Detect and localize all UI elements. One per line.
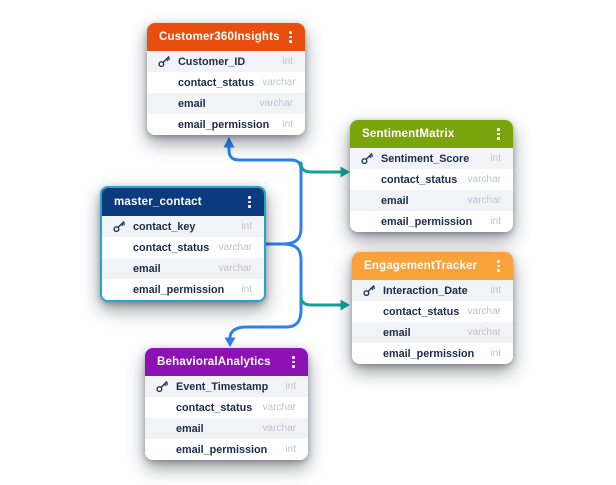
primary-key-icon [157, 55, 172, 68]
field-row: Sentiment_Score int [350, 148, 513, 169]
field-type: varchar [262, 77, 296, 88]
field-rows: Interaction_Date int contact_status varc… [352, 280, 513, 364]
primary-key-icon [112, 220, 127, 233]
table-card-engagementtracker[interactable]: EngagementTracker Interaction_Date int c… [352, 252, 513, 364]
field-row: contact_status varchar [102, 237, 264, 258]
field-type: int [490, 216, 501, 227]
table-card-master_contact[interactable]: master_contact contact_key int contact_s… [100, 186, 266, 302]
field-name: contact_status [383, 305, 460, 318]
field-type: int [285, 444, 296, 455]
kebab-menu-icon[interactable] [286, 29, 295, 45]
table-title: SentimentMatrix [362, 128, 455, 140]
field-row: contact_status varchar [350, 169, 513, 190]
field-rows: Sentiment_Score int contact_status varch… [350, 148, 513, 232]
field-row: email_permission int [352, 343, 513, 364]
field-type: int [241, 221, 252, 232]
field-name: contact_status [178, 76, 255, 89]
field-type: int [241, 284, 252, 295]
field-type: varchar [467, 327, 501, 338]
field-row: contact_status varchar [147, 72, 305, 93]
field-row: email_permission int [102, 279, 264, 300]
table-header[interactable]: BehavioralAnalytics [145, 348, 308, 376]
field-type: varchar [467, 306, 501, 317]
table-card-sentimentmatrix[interactable]: SentimentMatrix Sentiment_Score int cont… [350, 120, 513, 232]
field-name: contact_status [176, 401, 253, 414]
field-name: email_permission [176, 443, 268, 456]
table-header[interactable]: master_contact [102, 188, 264, 216]
table-title: EngagementTracker [364, 260, 478, 272]
primary-key-icon [362, 284, 377, 297]
field-row: Customer_ID int [147, 51, 305, 72]
field-name: Customer_ID [178, 55, 246, 68]
table-title: BehavioralAnalytics [157, 356, 271, 368]
primary-key-icon [155, 380, 170, 393]
field-name: email_permission [383, 347, 475, 360]
field-row: email varchar [102, 258, 264, 279]
relation-master-to-engagement [299, 294, 350, 311]
field-row: Interaction_Date int [352, 280, 513, 301]
field-row: email varchar [352, 322, 513, 343]
field-row: Event_Timestamp int [145, 376, 308, 397]
field-row: contact_status varchar [352, 301, 513, 322]
field-row: email_permission int [147, 114, 305, 135]
kebab-menu-icon[interactable] [289, 354, 298, 370]
kebab-menu-icon[interactable] [494, 258, 503, 274]
field-type: int [490, 348, 501, 359]
relation-master-to-customer360 [223, 137, 303, 246]
field-name: email [383, 326, 411, 339]
field-row: contact_status varchar [145, 397, 308, 418]
relation-master-to-sentiment [299, 161, 350, 178]
field-name: email [176, 422, 204, 435]
field-name: Event_Timestamp [176, 380, 269, 393]
table-card-customer360insights[interactable]: Customer360Insights Customer_ID int cont… [147, 23, 305, 135]
field-name: email [178, 97, 206, 110]
field-type: int [282, 119, 293, 130]
field-type: varchar [218, 263, 252, 274]
table-header[interactable]: EngagementTracker [352, 252, 513, 280]
field-name: Sentiment_Score [381, 152, 470, 165]
field-rows: contact_key int contact_status varchar e… [102, 216, 264, 300]
primary-key-icon [360, 152, 375, 165]
field-type: varchar [262, 423, 296, 434]
kebab-menu-icon[interactable] [245, 194, 254, 210]
field-type: varchar [467, 195, 501, 206]
field-name: email_permission [178, 118, 270, 131]
field-type: varchar [262, 402, 296, 413]
field-name: contact_status [133, 241, 210, 254]
field-row: email varchar [147, 93, 305, 114]
field-type: varchar [467, 174, 501, 185]
kebab-menu-icon[interactable] [494, 126, 503, 142]
table-header[interactable]: SentimentMatrix [350, 120, 513, 148]
field-name: Interaction_Date [383, 284, 468, 297]
field-name: email_permission [381, 215, 473, 228]
field-name: email [381, 194, 409, 207]
table-card-behavioralanalytics[interactable]: BehavioralAnalytics Event_Timestamp int … [145, 348, 308, 460]
field-row: email_permission int [145, 439, 308, 460]
field-row: email varchar [145, 418, 308, 439]
table-title: Customer360Insights [159, 31, 280, 43]
field-name: email_permission [133, 283, 225, 296]
table-header[interactable]: Customer360Insights [147, 23, 305, 51]
field-name: contact_key [133, 220, 196, 233]
field-type: int [285, 381, 296, 392]
field-type: int [490, 285, 501, 296]
field-row: email_permission int [350, 211, 513, 232]
table-title: master_contact [114, 196, 202, 208]
field-type: int [282, 56, 293, 67]
field-type: varchar [259, 98, 293, 109]
field-name: email [133, 262, 161, 275]
field-rows: Event_Timestamp int contact_status varch… [145, 376, 308, 460]
field-name: contact_status [381, 173, 458, 186]
field-rows: Customer_ID int contact_status varchar e… [147, 51, 305, 135]
field-row: contact_key int [102, 216, 264, 237]
field-type: int [490, 153, 501, 164]
field-type: varchar [218, 242, 252, 253]
field-row: email varchar [350, 190, 513, 211]
relation-master-to-behavioral [224, 242, 303, 347]
